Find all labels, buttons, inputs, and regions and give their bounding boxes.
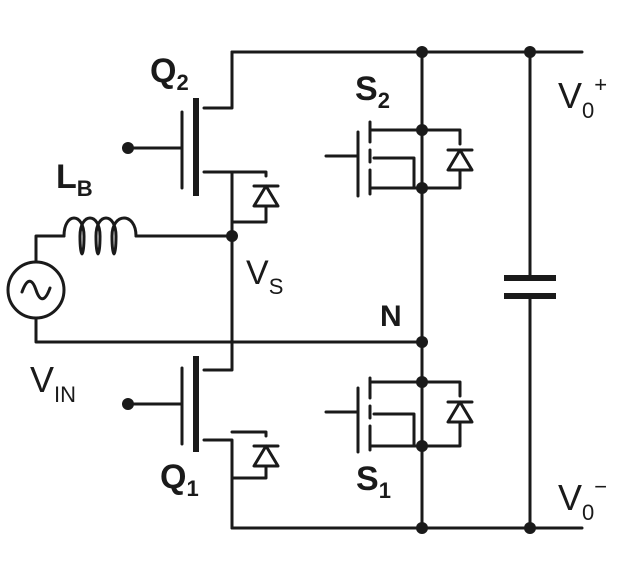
q2-label: Q2 <box>150 52 189 95</box>
s1-label: S1 <box>356 460 391 503</box>
s2-drain-dot <box>416 124 428 136</box>
ac-source-icon <box>6 260 66 320</box>
output-capacitor <box>504 50 556 530</box>
s2-label: S2 <box>355 70 390 113</box>
n-node-dot <box>416 336 428 348</box>
vo-minus-label: V0− <box>558 474 607 525</box>
s2-source-dot <box>416 182 428 194</box>
q2-transistor <box>126 98 280 224</box>
s2-top-dot <box>416 46 428 58</box>
q1-transistor <box>126 356 280 480</box>
s1-source-dot <box>416 440 428 452</box>
s2-transistor <box>324 120 474 198</box>
input-wiring <box>34 234 424 344</box>
vo-plus-label: V0+ <box>558 72 607 123</box>
vs-node-dot <box>226 230 238 242</box>
cap-top-dot <box>524 46 536 58</box>
vs-label: VS <box>246 254 283 299</box>
lb-label: LB <box>56 158 93 201</box>
q1-gate-terminal <box>122 398 134 410</box>
q2-gate-terminal <box>122 142 134 154</box>
q1-label: Q1 <box>160 458 199 501</box>
vin-label: VIN <box>30 359 76 407</box>
inductor-lb <box>62 216 138 256</box>
cap-bottom-dot <box>524 522 536 534</box>
s1-transistor <box>324 376 474 454</box>
s1-bottom-dot <box>416 522 428 534</box>
s1-drain-dot <box>416 376 428 388</box>
left-leg-wiring <box>202 50 234 530</box>
n-label: N <box>380 300 402 333</box>
